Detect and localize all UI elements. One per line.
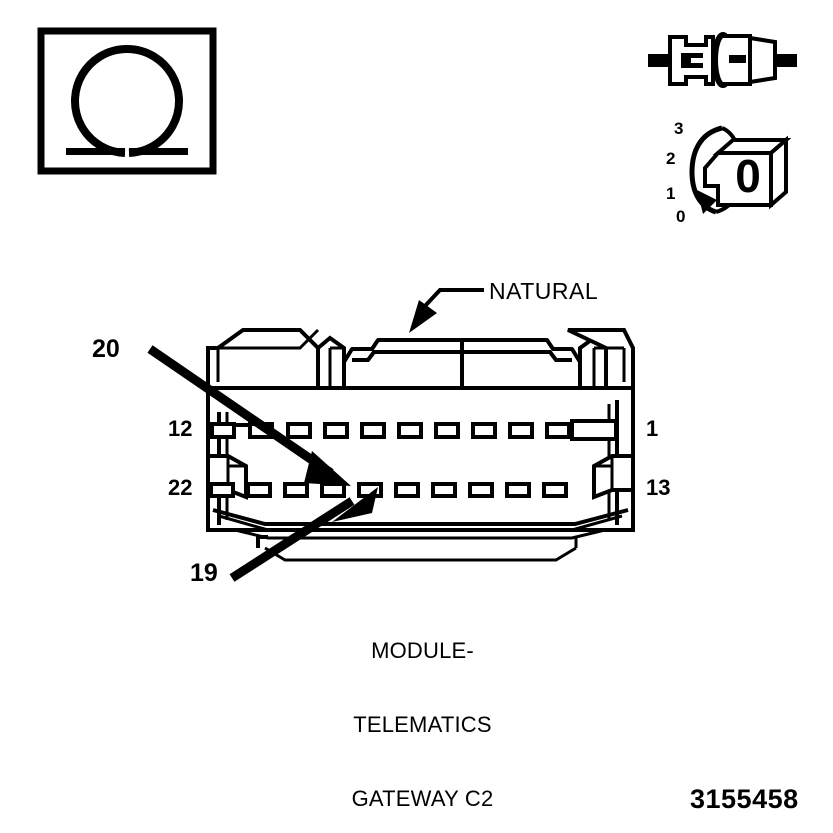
cavity-row-top: [210, 419, 618, 441]
connector-caption-line-3: GATEWAY C2: [351, 786, 494, 811]
connector-caption: MODULE- TELEMATICS GATEWAY C2: [320, 590, 525, 833]
pin-label-bottom-right: 13: [646, 475, 671, 500]
connector-body: [206, 328, 635, 562]
connector-caption-line-1: MODULE-: [371, 638, 474, 664]
connector-plug-socket-icon: [648, 32, 797, 88]
color-callout-leader: [409, 288, 484, 333]
part-number: 3155458: [690, 784, 799, 814]
cavity-key-scale-1: 1: [666, 184, 676, 203]
cavity-key-icon: 0: [689, 125, 792, 215]
svg-text:0: 0: [735, 150, 761, 202]
color-callout-label: NATURAL: [489, 278, 599, 304]
connector-caption-line-2: TELEMATICS: [353, 712, 492, 738]
callout-arrow-19: [229, 487, 378, 582]
callout-arrow-20: [147, 345, 351, 486]
cavity-key-scale-3: 3: [674, 119, 684, 138]
cavity-row-bottom: [209, 482, 568, 498]
cavity-key-scale-0: 0: [676, 207, 686, 226]
cavity-key-scale-2: 2: [666, 149, 676, 168]
pin-label-bottom-left: 22: [168, 475, 193, 500]
cavity-callout-20-label: 20: [92, 335, 120, 363]
pin-label-top-right: 1: [646, 416, 659, 441]
ohm-symbol-box: [37, 27, 217, 175]
pin-label-top-left: 12: [168, 416, 193, 441]
cavity-callout-19-label: 19: [190, 559, 218, 587]
